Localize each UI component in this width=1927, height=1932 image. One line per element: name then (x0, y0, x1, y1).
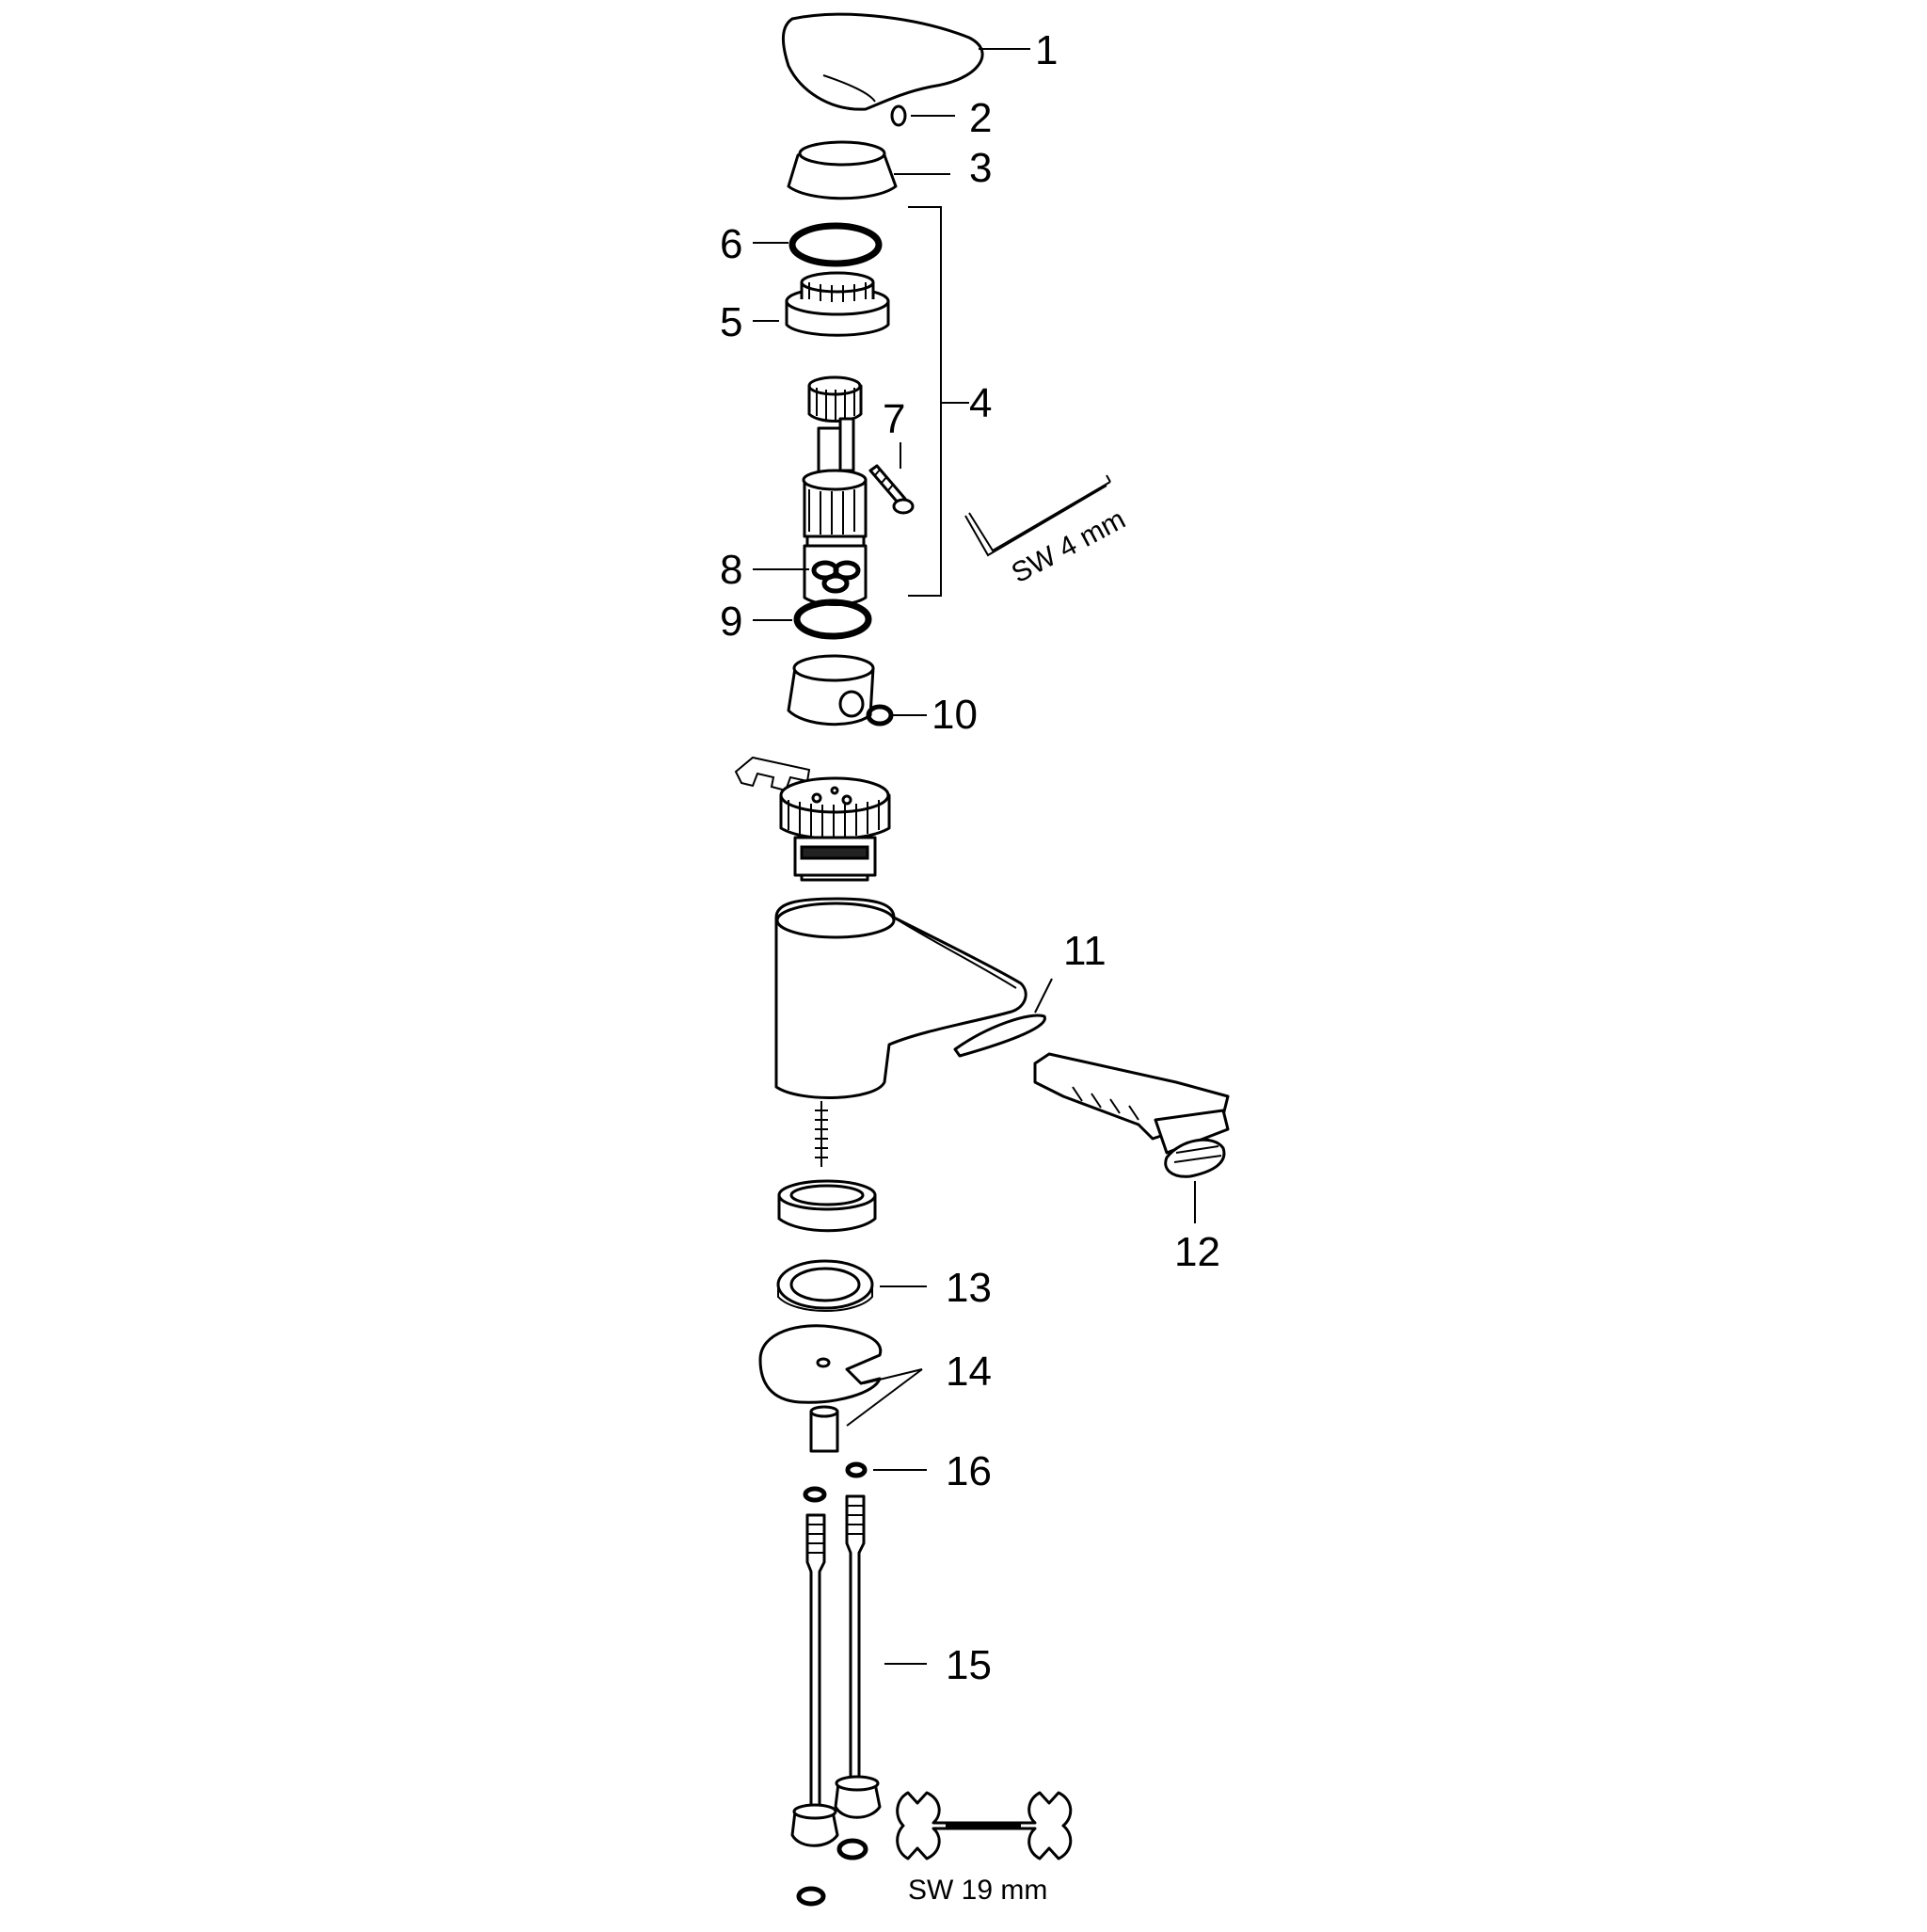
hex-key-size-text: SW 4 mm (1007, 503, 1131, 589)
callout-labels: 1 2 3 4 5 6 7 8 9 10 11 12 13 14 16 15 (720, 27, 1220, 1688)
callout-13: 13 (946, 1265, 992, 1311)
callout-12: 12 (1174, 1229, 1220, 1275)
part-5-bonnet (785, 271, 890, 337)
callout-5: 5 (720, 299, 742, 345)
clip-part (734, 756, 811, 792)
mixing-unit (779, 776, 891, 882)
part-11-seal (953, 1014, 1046, 1058)
callout-11: 11 (1063, 928, 1107, 974)
callout-2: 2 (969, 95, 992, 141)
callout-14: 14 (946, 1349, 992, 1395)
part-15-hoses (790, 1494, 882, 1907)
callout-8: 8 (720, 547, 742, 593)
callout-9: 9 (720, 599, 742, 645)
part-10-sleeve (787, 654, 894, 726)
callout-7: 7 (883, 396, 905, 442)
wrench-icon (896, 1791, 1073, 1860)
spline-adapter (807, 375, 863, 423)
part-13-ring (776, 1259, 874, 1312)
part-7-screw (868, 464, 915, 515)
hex-key-label: SW 4 mm (1007, 503, 1131, 589)
callout-1: 1 (1035, 27, 1058, 73)
faucet-body (774, 897, 1027, 1167)
part-6-o-ring (788, 222, 883, 267)
fixing-nut (777, 1179, 877, 1233)
callout-6: 6 (720, 221, 742, 267)
part-1-handle (782, 12, 984, 111)
part-2-screw (890, 104, 907, 127)
hex-key-icon (964, 474, 1111, 557)
part-16-washers (803, 1461, 868, 1503)
callout-10: 10 (932, 692, 978, 738)
part-8-seals (811, 560, 861, 594)
wrench-size-text: SW 19 mm (908, 1875, 1047, 1906)
part-14-plate (758, 1324, 883, 1453)
callout-3: 3 (969, 145, 992, 191)
part-9-o-ring (793, 599, 872, 640)
callout-4: 4 (969, 380, 992, 426)
part-12-aerator (1164, 1138, 1226, 1178)
callout-16: 16 (946, 1448, 992, 1494)
callout-15: 15 (946, 1642, 992, 1688)
pop-up-rod (1033, 1052, 1230, 1155)
leader-lines (753, 48, 1196, 1665)
part-3-cover (787, 140, 898, 200)
